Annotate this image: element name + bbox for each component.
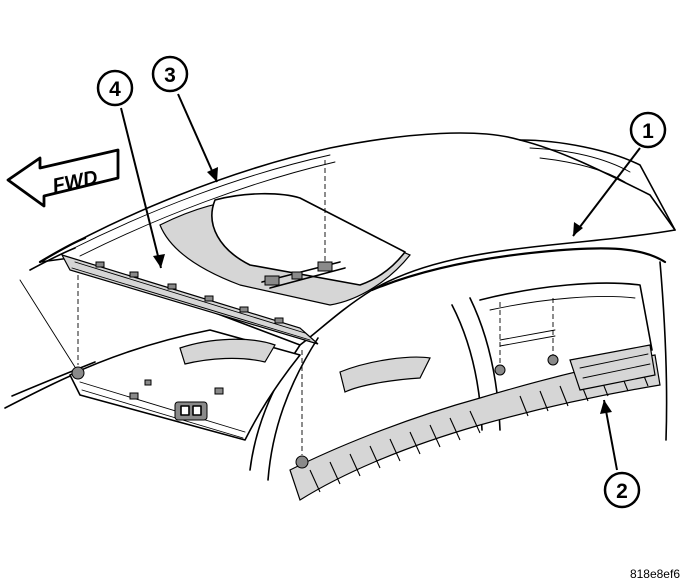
fwd-arrow-icon: FWD	[6, 148, 120, 208]
callout-2: 2	[603, 471, 641, 509]
callout-2-number: 2	[616, 480, 628, 503]
callout-1: 1	[629, 111, 667, 149]
alignment-lines	[77, 160, 554, 455]
vehicle-body-outline	[4, 132, 676, 501]
callout-leaders	[120, 93, 641, 471]
header-clips	[95, 261, 284, 324]
callout-3: 3	[151, 55, 189, 93]
figure-id: 818e8ef6	[630, 567, 680, 581]
callout-4: 4	[96, 69, 134, 107]
callout-1-number: 1	[642, 120, 654, 143]
callout-4-number: 4	[109, 78, 121, 101]
callout-3-number: 3	[164, 64, 176, 87]
